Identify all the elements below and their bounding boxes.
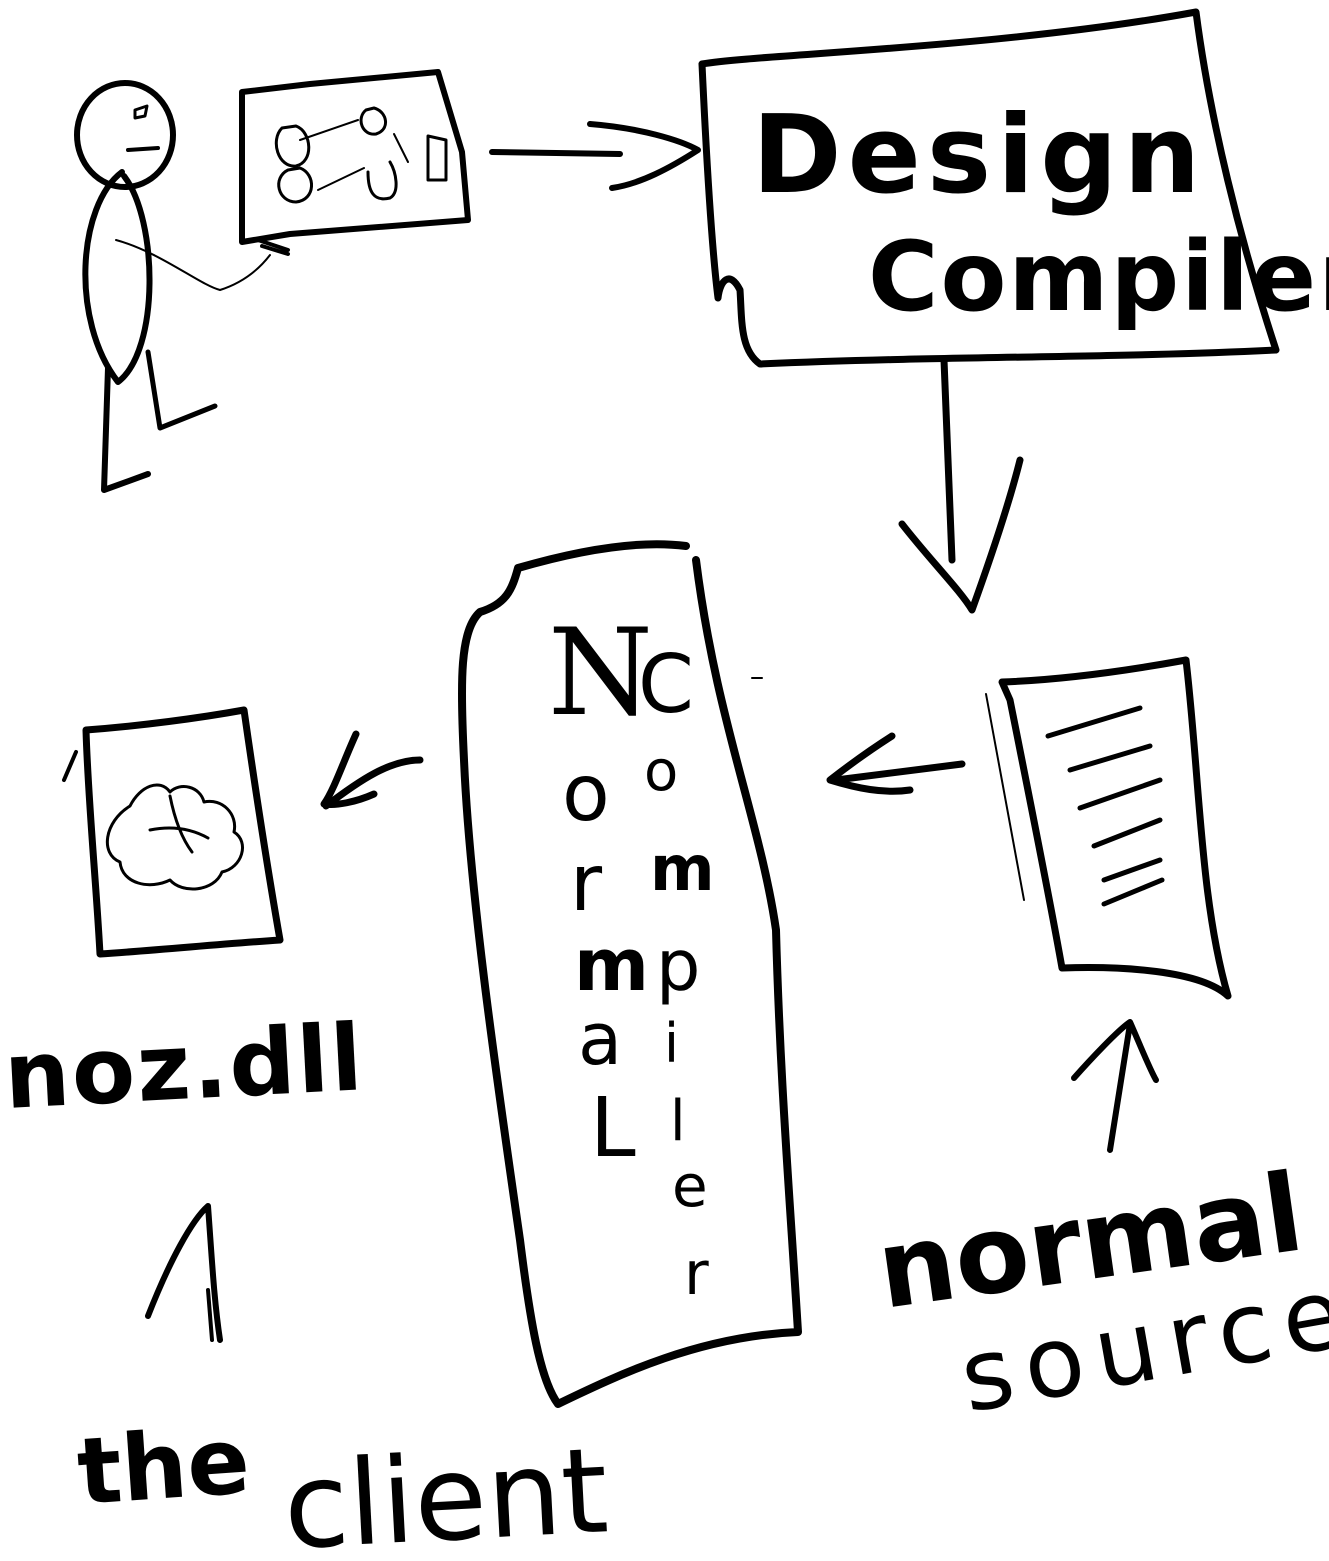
stick-figure-icon bbox=[74, 80, 271, 493]
normal-letter-1: N bbox=[548, 604, 653, 743]
normal-letter-5: a bbox=[578, 997, 622, 1081]
normal-letter-3: r bbox=[570, 839, 603, 929]
normal-letter-2: o bbox=[562, 749, 610, 839]
design-compiler-line2: Compiler bbox=[868, 221, 1329, 333]
arrow-to-design-compiler bbox=[489, 121, 701, 191]
arrow-to-normal-compiler bbox=[826, 732, 966, 795]
arrow-up-to-dll bbox=[145, 1203, 223, 1343]
normal-compiler-column1: N o r m a L bbox=[548, 604, 653, 1176]
arrow-to-dll bbox=[320, 730, 424, 810]
compiler-letter-7: e bbox=[672, 1152, 708, 1220]
dll-file-label: noz.dll bbox=[2, 1004, 367, 1130]
compiler-letter-4: p bbox=[656, 925, 700, 1007]
client-label-word1: the bbox=[74, 1407, 253, 1526]
design-compiler-line1: Design bbox=[752, 93, 1206, 218]
compiler-letter-2: o bbox=[644, 739, 678, 804]
design-compiler-box: Design Compiler bbox=[698, 8, 1329, 368]
arrow-up-to-source bbox=[1071, 1019, 1159, 1153]
dll-file-icon bbox=[62, 706, 284, 958]
compiler-letter-3: m bbox=[650, 832, 715, 905]
normal-letter-6: L bbox=[590, 1081, 636, 1176]
compiler-letter-1: C bbox=[638, 638, 694, 731]
normal-letter-4: m bbox=[574, 923, 649, 1007]
compiler-letter-6: l bbox=[670, 1089, 686, 1154]
normal-compiler-box: N o r m a L C o m p i l e r bbox=[457, 540, 802, 1408]
arrow-down-to-source bbox=[898, 356, 1024, 614]
compiler-letter-5: i bbox=[664, 1012, 679, 1075]
compiler-letter-8: r bbox=[684, 1239, 709, 1309]
design-board-icon bbox=[239, 69, 471, 256]
normal-compiler-column2: C o m p i l e r bbox=[638, 638, 715, 1309]
client-label-word2: client bbox=[280, 1421, 611, 1561]
document-icon bbox=[985, 656, 1232, 1000]
